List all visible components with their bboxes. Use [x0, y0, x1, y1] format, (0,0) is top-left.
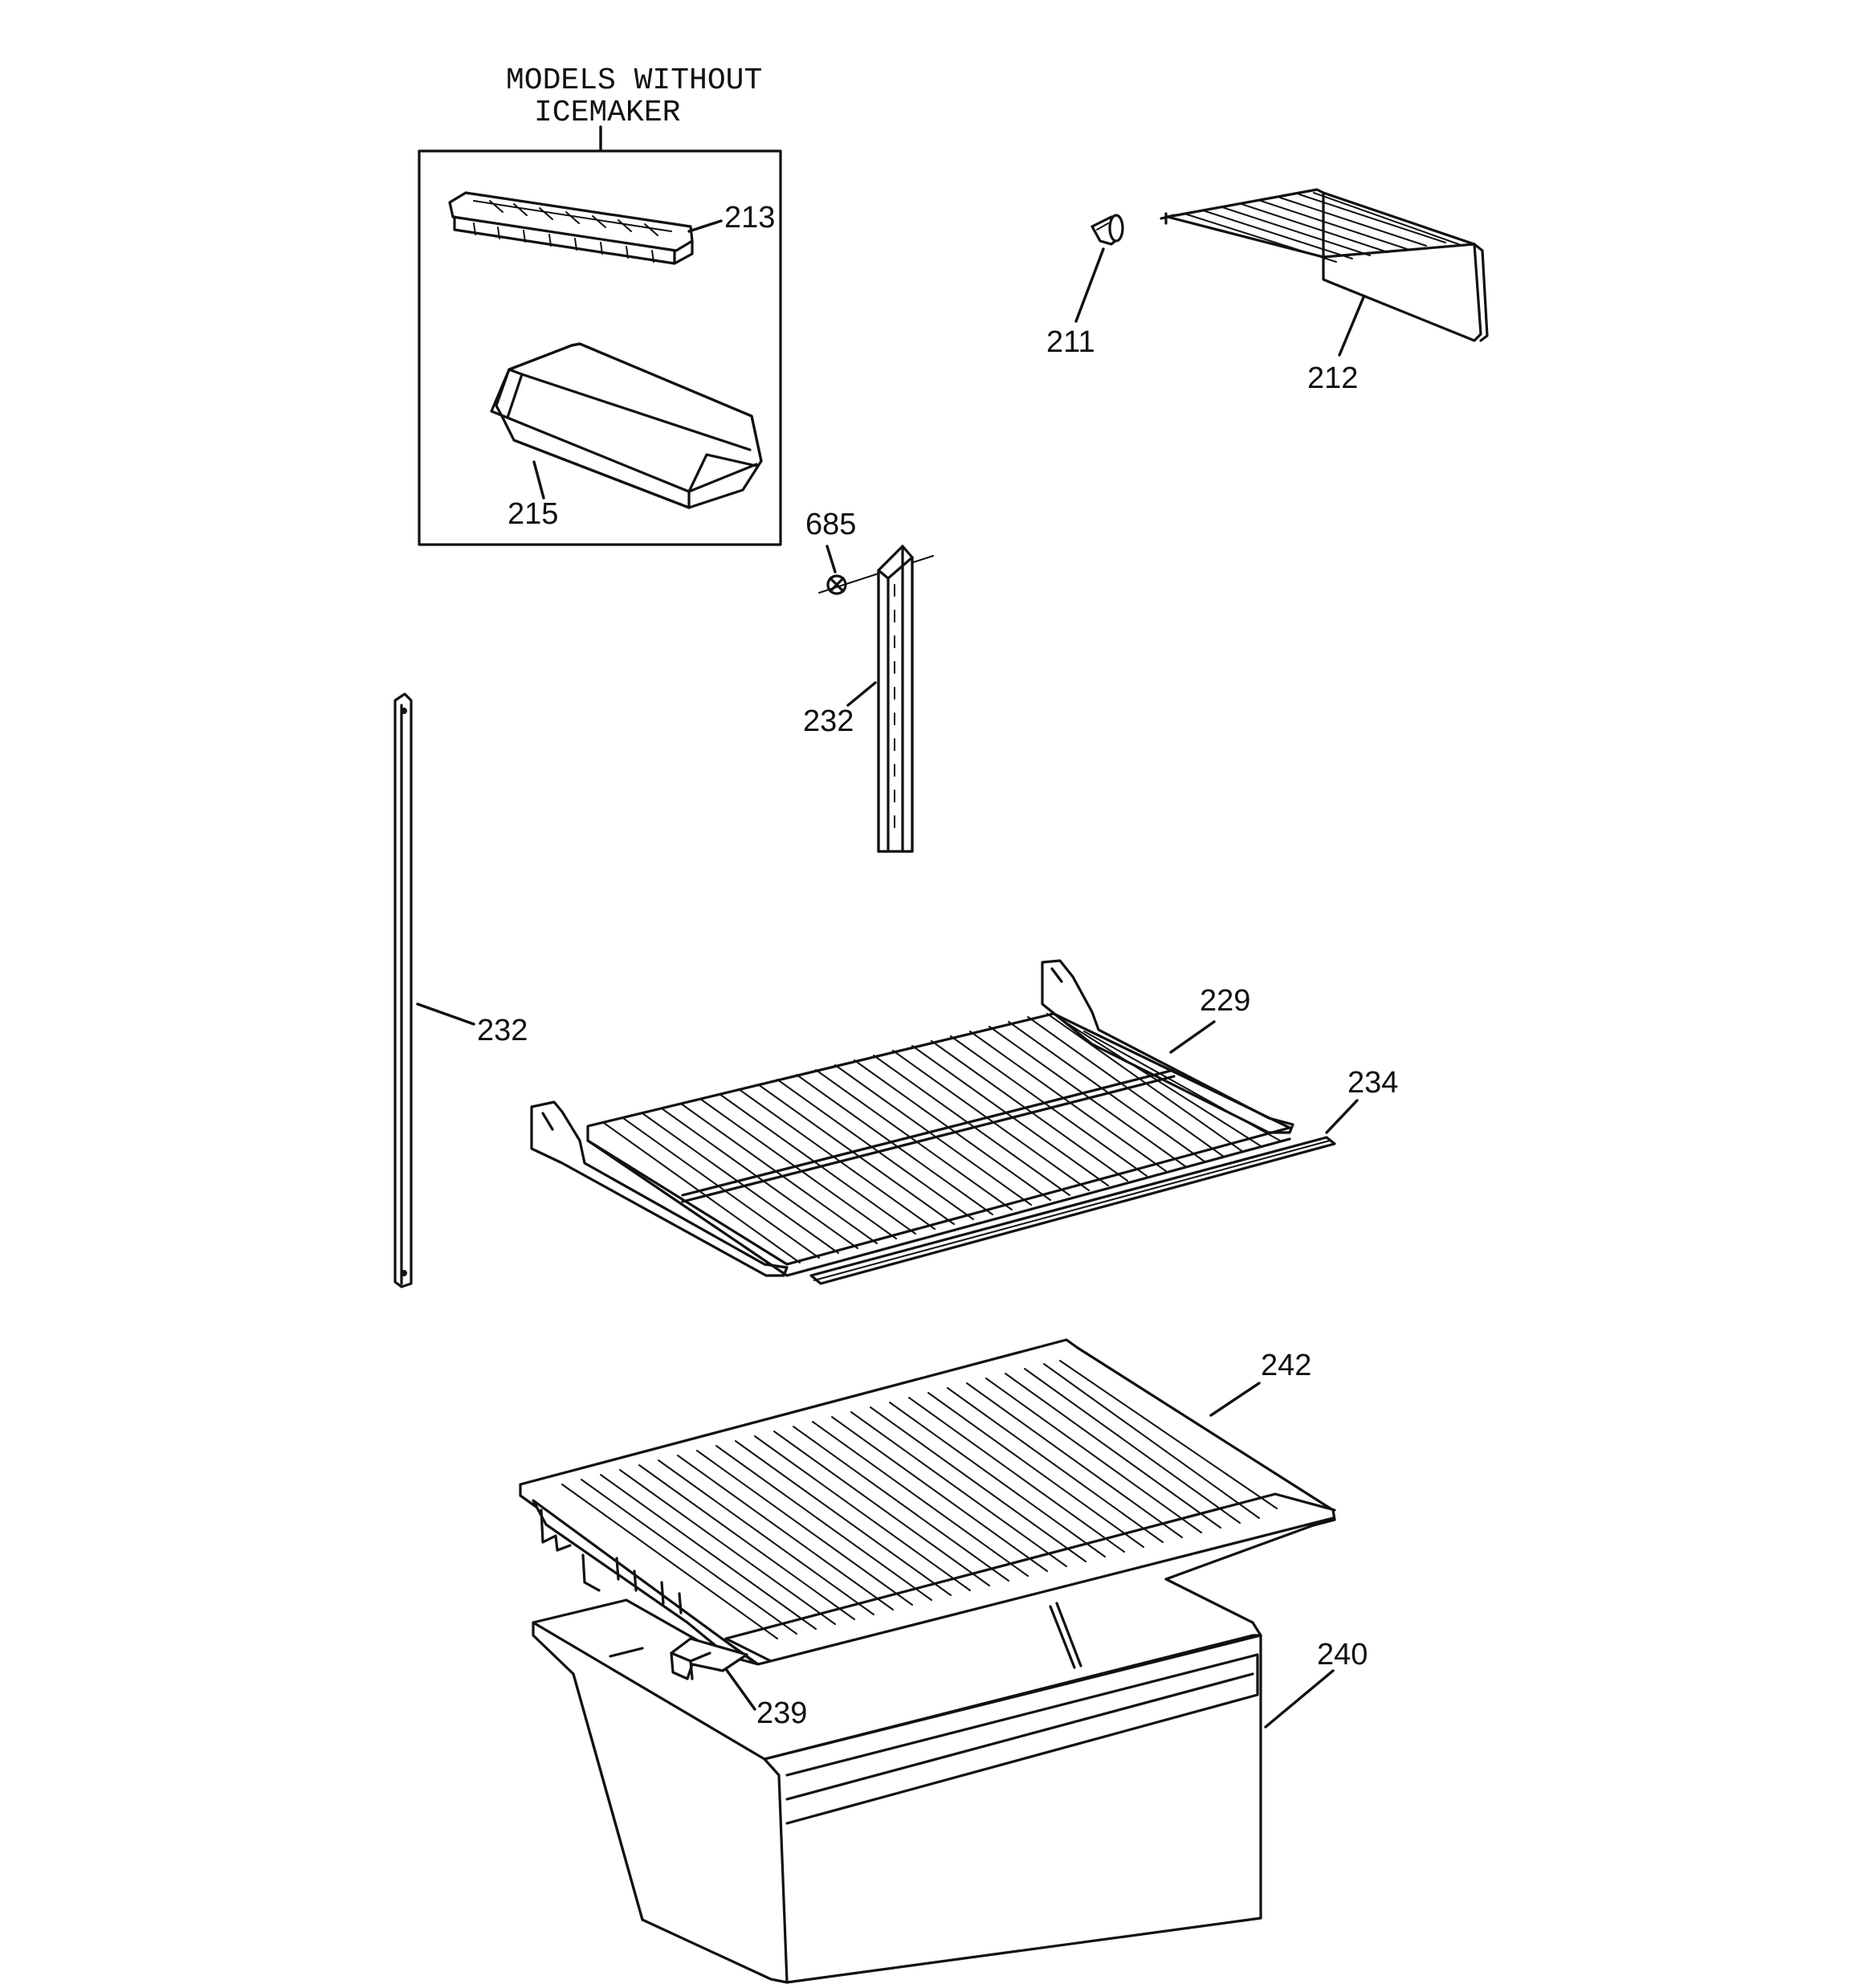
inset-title-line2: ICEMAKER: [534, 96, 680, 130]
inset-frame: [418, 149, 782, 546]
callout-685: 685: [805, 508, 856, 574]
part-212-wire-shelf: [1160, 188, 1489, 342]
callout-211: 211: [1046, 247, 1105, 359]
callout-215: 215: [508, 460, 558, 531]
part-232-left-strip: [393, 692, 413, 1288]
callout-240: 240: [1264, 1638, 1368, 1729]
callout-240-label: 240: [1317, 1638, 1368, 1672]
part-229-wire-shelf: [530, 959, 1294, 1277]
part-239-slide: [670, 1637, 748, 1680]
callout-212-label: 212: [1307, 361, 1358, 395]
inset-title-line1: MODELS WITHOUT: [506, 63, 762, 98]
callout-232-left: 232: [416, 1002, 528, 1047]
callout-242: 242: [1209, 1349, 1311, 1417]
callout-212: 212: [1307, 296, 1365, 395]
callout-232-center-label: 232: [803, 704, 854, 738]
callout-229-label: 229: [1200, 984, 1250, 1018]
part-213-ice-tray: [448, 191, 694, 265]
callout-211-label: 211: [1046, 325, 1095, 359]
callout-239: 239: [724, 1668, 807, 1730]
callout-242-label: 242: [1261, 1349, 1311, 1382]
callout-239-label: 239: [756, 1696, 807, 1730]
callout-215-label: 215: [508, 497, 558, 531]
part-240-crisper-drawer: [532, 1517, 1335, 1984]
part-232-center-rail: [877, 545, 914, 853]
callout-234-label: 234: [1347, 1066, 1398, 1100]
callout-234: 234: [1325, 1066, 1398, 1134]
callout-232-left-label: 232: [477, 1014, 528, 1047]
callout-213: 213: [687, 201, 775, 235]
part-234-trim: [809, 1136, 1336, 1285]
callout-685-label: 685: [805, 508, 856, 541]
part-215-ice-bucket: [490, 342, 763, 509]
icemaker-inset: MODELS WITHOUT ICEMAKER: [418, 63, 782, 546]
callout-213-label: 213: [724, 201, 775, 235]
part-211-shelf-pin: [1090, 214, 1124, 246]
callout-229: 229: [1169, 984, 1250, 1054]
callout-232-center: 232: [803, 681, 877, 738]
part-685-screw: [818, 555, 934, 595]
